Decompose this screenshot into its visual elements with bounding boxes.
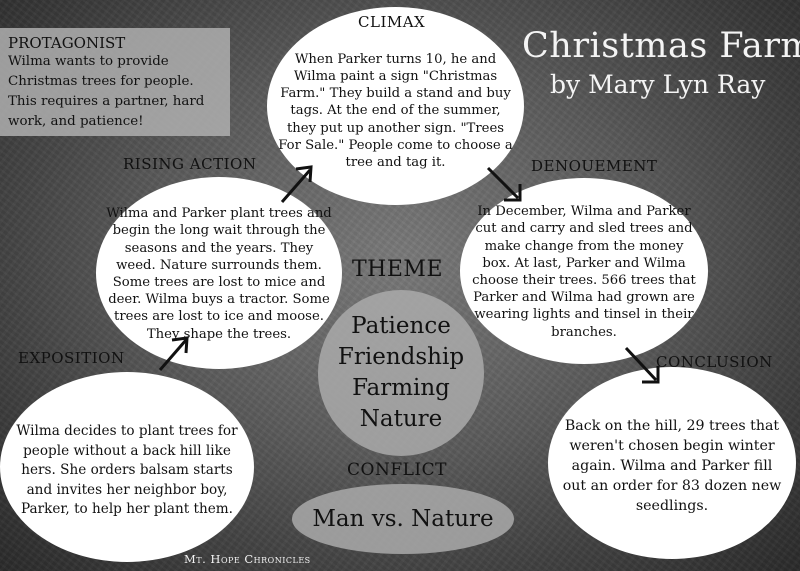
theme-heading: THEME [352, 257, 444, 282]
protagonist-text: Wilma wants to provide Christmas trees f… [8, 54, 205, 129]
author-byline: by Mary Lyn Ray [550, 70, 766, 99]
conclusion-text: Back on the hill, 29 trees that weren't … [562, 418, 782, 514]
protagonist-heading: PROTAGONIST [8, 34, 126, 52]
denouement-heading: DENOUEMENT [531, 157, 658, 175]
climax-heading: CLIMAX [358, 13, 426, 31]
climax-oval: When Parker turns 10, he and Wilma paint… [267, 7, 524, 205]
conflict-heading: CONFLICT [347, 460, 447, 480]
denouement-text: In December, Wilma and Parker cut and ca… [472, 204, 696, 340]
climax-text: When Parker turns 10, he and Wilma paint… [278, 51, 513, 170]
conflict-text: Man vs. Nature [312, 506, 494, 532]
theme-item-farming: Farming [352, 375, 450, 401]
exposition-oval: Wilma decides to plant trees for people … [0, 372, 254, 562]
denouement-oval: In December, Wilma and Parker cut and ca… [460, 178, 708, 364]
protagonist-box: PROTAGONIST Wilma wants to provide Chris… [0, 28, 230, 136]
arrow-rising-to-climax-icon [280, 165, 313, 203]
arrow-denouement-to-conclusion-icon [624, 346, 660, 384]
theme-item-nature: Nature [359, 406, 443, 432]
rising-action-heading: RISING ACTION [123, 155, 257, 173]
theme-item-patience: Patience [351, 313, 451, 339]
arrow-exposition-to-rising-icon [158, 336, 189, 371]
exposition-heading: EXPOSITION [18, 349, 125, 367]
theme-circle: Patience Friendship Farming Nature [318, 290, 484, 456]
arrow-climax-to-denouement-icon [486, 166, 522, 202]
page-title: Christmas Farm [522, 26, 800, 66]
conflict-oval: Man vs. Nature [292, 484, 514, 554]
conclusion-oval: Back on the hill, 29 trees that weren't … [548, 367, 796, 559]
rising-action-oval: Wilma and Parker plant trees and begin t… [96, 177, 342, 369]
footer-credit: Mt. Hope Chronicles [184, 552, 311, 566]
theme-item-friendship: Friendship [337, 344, 465, 370]
exposition-text: Wilma decides to plant trees for people … [16, 423, 238, 518]
conclusion-heading: CONCLUSION [656, 353, 773, 371]
rising-action-text: Wilma and Parker plant trees and begin t… [106, 206, 332, 342]
